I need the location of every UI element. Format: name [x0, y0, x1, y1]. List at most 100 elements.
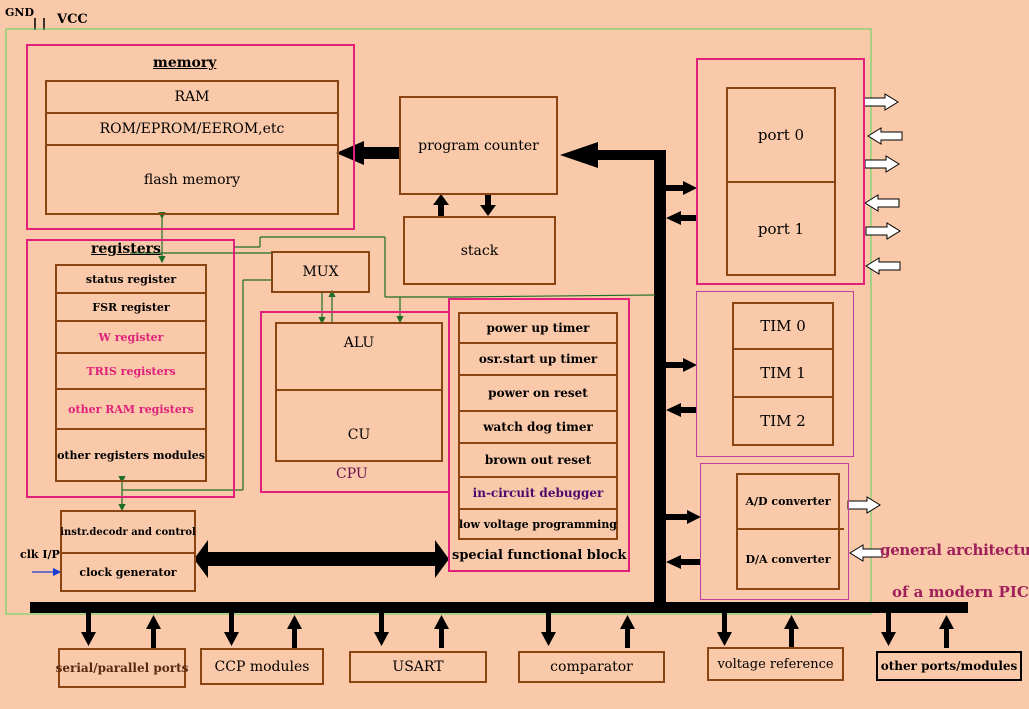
memory-flash: flash memory: [143, 172, 241, 188]
registers-table: [55, 264, 207, 482]
special-low-voltage: low voltage programming: [458, 517, 618, 531]
peripheral-voltage-reference: voltage reference: [707, 647, 844, 681]
special-divider: [458, 508, 618, 510]
memory-ram: RAM: [174, 89, 210, 105]
pc-bus: [596, 150, 666, 160]
peripheral-ccp: CCP modules: [200, 648, 324, 685]
peripheral-comparator: comparator: [518, 651, 665, 683]
port-to-bus-in: [680, 215, 697, 221]
memory-divider-2: [45, 144, 339, 146]
register-divider: [55, 320, 207, 322]
register-status: status register: [85, 272, 177, 286]
converter-to-bus-in: [680, 559, 701, 565]
gnd-label: GND: [5, 6, 34, 19]
special-table: [458, 312, 618, 540]
special-divider: [458, 442, 618, 444]
vcc-label: VCC: [57, 12, 88, 27]
special-divider: [458, 410, 618, 412]
clk-input-label: clk I/P: [20, 548, 60, 561]
converter-to-bus-in-head: [666, 555, 681, 569]
converters-block: [700, 463, 849, 600]
register-other-ram: other RAM registers: [68, 402, 194, 416]
timer-1: TIM 1: [760, 364, 806, 382]
special-divider: [458, 374, 618, 376]
stack-up-arrowhead: [433, 194, 449, 205]
special-power-up-timer: power up timer: [486, 321, 590, 335]
register-divider: [55, 352, 207, 354]
bus-to-port-out-head: [683, 181, 697, 195]
program-counter: program counter: [399, 96, 558, 195]
stack: stack: [403, 216, 556, 285]
chip-outline: [5, 28, 872, 615]
timers-block: [696, 291, 854, 457]
peripheral-other: other ports/modules: [876, 651, 1022, 681]
timers-table: [732, 302, 834, 446]
bottom-bus: [30, 602, 968, 613]
bus-to-timer-out-head: [683, 358, 697, 372]
special-block-title: special functional block: [452, 548, 627, 563]
port-io-arrows: [863, 93, 903, 275]
memory-divider-1: [45, 112, 339, 114]
da-converter: D/A converter: [745, 552, 831, 566]
timer-to-bus-in: [680, 407, 697, 413]
register-w: W register: [98, 330, 164, 344]
mux: MUX: [271, 251, 370, 293]
special-power-on-reset: power on reset: [488, 386, 588, 400]
timer-to-bus-in-head: [666, 403, 681, 417]
cpu-label: CPU: [336, 466, 368, 482]
port-to-bus-in-head: [666, 211, 681, 225]
clock-generator: clock generator: [79, 565, 177, 579]
peripheral-stubs: [81, 613, 954, 648]
cpu-inner: [275, 322, 443, 462]
stack-up-stem: [438, 204, 444, 216]
pc-bus-arrowhead: [560, 142, 598, 168]
port-1: port 1: [757, 219, 805, 238]
converter-io-arrows: [847, 496, 883, 562]
special-watchdog: watch dog timer: [483, 420, 593, 434]
timers-divider: [732, 348, 834, 350]
power-symbol: [34, 18, 45, 30]
memory-rom: ROM/EPROM/EEROM,etc: [99, 121, 285, 137]
cu: CU: [347, 427, 371, 443]
bus-to-converter-out-head: [687, 510, 701, 524]
registers-block: [26, 239, 235, 498]
ad-converter: A/D converter: [745, 494, 831, 508]
special-divider: [458, 342, 618, 344]
peripheral-usart: USART: [349, 651, 487, 683]
converters-table: [736, 473, 840, 590]
memory-title: memory: [153, 55, 217, 71]
cpu-divider: [275, 389, 443, 391]
special-debugger: in-circuit debugger: [472, 486, 604, 500]
peripheral-serial-parallel: serial/parallel ports: [56, 648, 188, 688]
special-divider: [458, 476, 618, 478]
pc-to-memory-arrowhead: [336, 141, 364, 165]
ports-divider: [726, 181, 836, 183]
register-fsr: FSR register: [92, 300, 170, 314]
caption-line-1: general architecture: [880, 541, 1029, 559]
timer-2: TIM 2: [760, 412, 806, 430]
memory-table: [45, 80, 339, 215]
register-tris: TRIS registers: [86, 364, 176, 378]
special-block: [448, 298, 630, 572]
decoder-divider: [60, 552, 196, 554]
bus-to-converter-out: [666, 514, 688, 520]
timer-0: TIM 0: [760, 317, 806, 335]
main-vertical-bus: [654, 150, 666, 608]
decoder-clock-block: [60, 510, 196, 592]
registers-title: registers: [91, 241, 161, 257]
pc-to-memory-bar: [362, 147, 400, 159]
special-osr-timer: osr.start up timer: [478, 352, 598, 366]
caption-line-2: of a modern PIC: [892, 583, 1029, 601]
instr-decoder: instr.decodr and control: [60, 526, 196, 538]
decoder-special-left-head: [194, 540, 208, 578]
timers-divider: [732, 396, 834, 398]
stack-down-arrowhead: [480, 205, 496, 216]
port-0: port 0: [757, 126, 805, 144]
bus-to-port-out: [666, 185, 684, 191]
register-divider: [55, 388, 207, 390]
memory-block: [26, 44, 355, 230]
register-other-modules: other registers modules: [57, 448, 205, 462]
alu: ALU: [343, 335, 375, 351]
ports-block: [696, 58, 865, 285]
